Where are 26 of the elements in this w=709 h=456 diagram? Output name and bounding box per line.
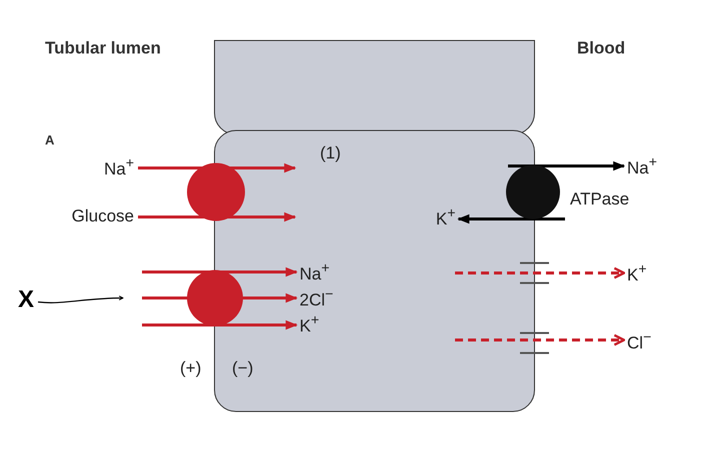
- ion-label: Na$^{+}$: [104, 156, 134, 178]
- charge-label: (+): [180, 360, 202, 376]
- arrow: [455, 334, 626, 346]
- arrow: [508, 161, 626, 171]
- ion-label: Na$^{+}$: [627, 156, 658, 176]
- panel-letter: A: [45, 134, 54, 146]
- region-label: Tubular lumen: [45, 40, 161, 56]
- ion-label: Na$^{+}$: [300, 261, 330, 282]
- ion-label: K$^{+}$: [300, 313, 320, 334]
- arrow: [38, 296, 124, 304]
- charge-label: (−): [232, 360, 254, 376]
- ion-label: Cl$^{−}$: [627, 330, 652, 352]
- annotation-label: (1): [320, 144, 341, 162]
- ion-label: Glucose: [72, 208, 134, 224]
- ion-label: 2Cl$^{−}$: [300, 287, 334, 308]
- ion-label: K$^{+}$: [627, 262, 647, 284]
- ion-label: X: [18, 288, 34, 312]
- arrow: [457, 214, 565, 224]
- arrow: [142, 320, 298, 330]
- cell-body: [214, 130, 535, 412]
- ion-label: K$^{+}$: [436, 206, 456, 227]
- arrow: [142, 267, 298, 277]
- cell-body: [214, 40, 535, 135]
- arrow: [455, 267, 626, 279]
- region-label: Blood: [577, 40, 626, 56]
- enzyme-label: ATPase: [570, 190, 630, 208]
